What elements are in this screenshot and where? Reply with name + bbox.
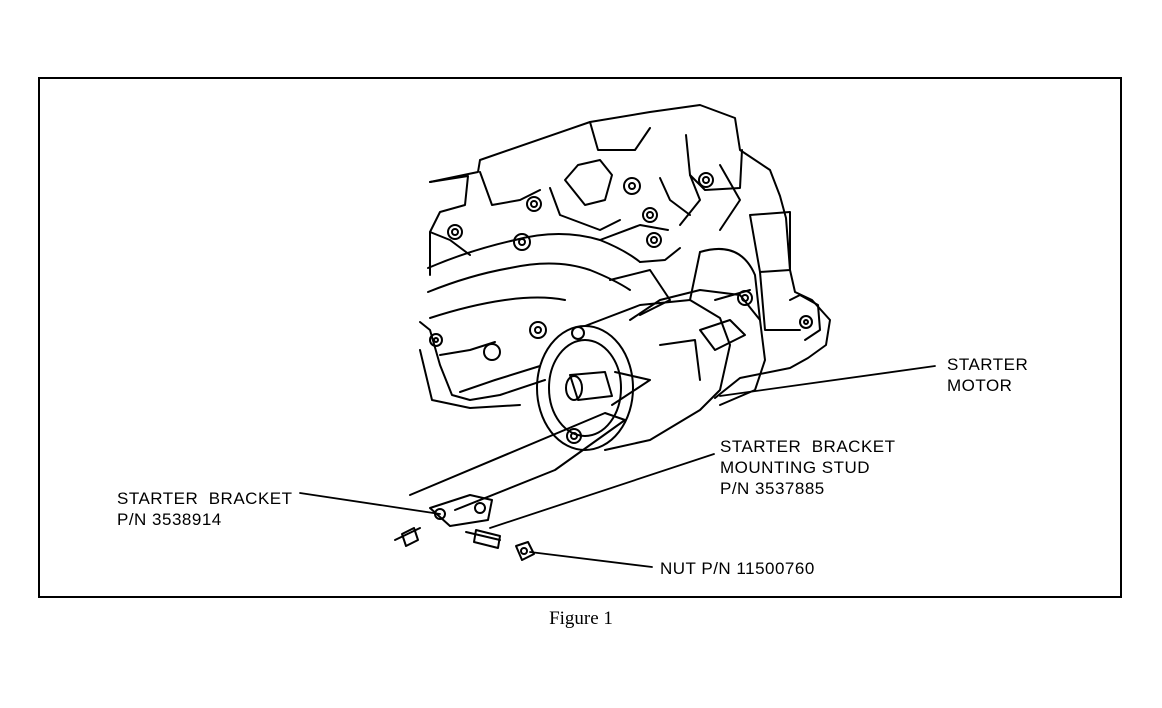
bolts — [429, 172, 813, 444]
figure-caption: Figure 1 — [549, 608, 613, 629]
label-starter-motor: STARTER MOTOR — [947, 355, 1029, 395]
starter-bracket-parts — [394, 412, 626, 561]
label-nut: NUT P/N 11500760 — [660, 559, 815, 578]
label-starter-bracket: STARTER BRACKET P/N 3538914 — [117, 489, 293, 529]
engine-block — [419, 104, 831, 409]
leader-lines — [299, 365, 936, 568]
figure-frame — [38, 77, 1122, 598]
manifold-pipes — [427, 224, 681, 319]
starter-motor-drawing — [536, 247, 766, 451]
label-starter-bracket-mounting-stud: STARTER BRACKET MOUNTING STUD P/N 353788… — [720, 437, 896, 498]
